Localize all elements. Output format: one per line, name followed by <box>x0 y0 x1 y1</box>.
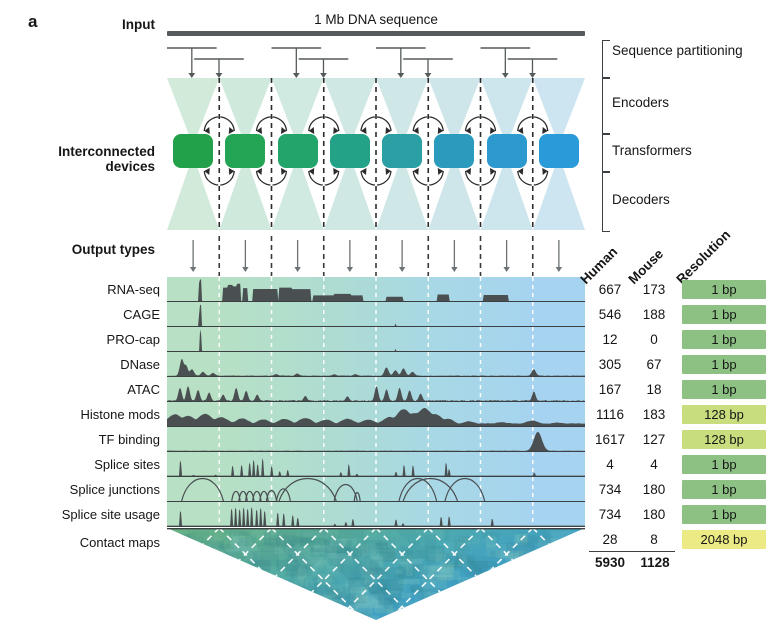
mouse-count-cell: 127 <box>642 432 666 447</box>
stage-label-output: Output types <box>71 242 155 257</box>
track-label: RNA-seq <box>107 282 160 297</box>
track-label: Splice sites <box>94 457 160 472</box>
human-total: 5930 <box>594 555 626 570</box>
resolution-badge: 128 bp <box>682 430 766 449</box>
output-track <box>167 302 585 327</box>
track-label: ATAC <box>127 382 160 397</box>
transformer-device-4 <box>329 134 370 168</box>
mouse-count-cell: 4 <box>650 457 658 472</box>
track-baseline <box>167 500 585 502</box>
transformer-device-2 <box>225 134 266 168</box>
mouse-count-cell: 188 <box>642 307 666 322</box>
mouse-count-cell: 0 <box>650 332 658 347</box>
output-arrows-group <box>167 236 585 276</box>
resolution-badge: 1 bp <box>682 380 766 399</box>
transformer-device-8 <box>538 134 579 168</box>
resolution-badge: 1 bp <box>682 280 766 299</box>
human-count-cell: 734 <box>598 507 622 522</box>
stage-bracket <box>602 134 610 172</box>
stage-bracket-label: Sequence partitioning <box>612 43 743 58</box>
stage-bracket <box>602 40 610 78</box>
track-label: Splice site usage <box>61 507 160 522</box>
stage-bracket-label: Decoders <box>612 192 670 207</box>
transformer-device-6 <box>434 134 475 168</box>
output-track <box>167 502 585 527</box>
output-track <box>167 427 585 452</box>
transformer-device-5 <box>382 134 423 168</box>
output-track <box>167 327 585 352</box>
output-track-stack <box>167 277 585 527</box>
human-count-cell: 546 <box>598 307 622 322</box>
track-baseline <box>167 400 585 402</box>
mouse-count-cell: 183 <box>642 407 666 422</box>
totals-rule <box>589 551 675 553</box>
resolution-badge: 1 bp <box>682 480 766 499</box>
track-label: TF binding <box>98 432 160 447</box>
dna-sequence-bar <box>167 31 585 36</box>
track-label: CAGE <box>123 307 160 322</box>
resolution-badge: 1 bp <box>682 355 766 374</box>
output-track <box>167 352 585 377</box>
track-baseline <box>167 450 585 452</box>
track-label: DNase <box>120 357 160 372</box>
transformer-device-3 <box>277 134 318 168</box>
contact-map-triangle <box>167 528 585 620</box>
output-track <box>167 452 585 477</box>
track-baseline <box>167 475 585 477</box>
stage-label-input: Input <box>122 17 155 32</box>
track-baseline <box>167 325 585 327</box>
output-track <box>167 277 585 302</box>
resolution-badge: 1 bp <box>682 305 766 324</box>
track-baseline <box>167 375 585 377</box>
transformer-device-7 <box>486 134 527 168</box>
human-count-cell: 667 <box>598 282 622 297</box>
mouse-count-cell: 67 <box>646 357 662 372</box>
sequence-partitioning-group <box>167 44 585 78</box>
mouse-count-cell: 180 <box>642 507 666 522</box>
human-count-cell: 1116 <box>595 407 625 422</box>
human-count-cell: 1617 <box>594 432 626 447</box>
track-label: PRO-cap <box>106 332 160 347</box>
human-count-cell: 12 <box>602 332 618 347</box>
output-track <box>167 377 585 402</box>
mouse-count-cell: 173 <box>642 282 666 297</box>
stage-bracket <box>602 78 610 134</box>
track-baseline <box>167 300 585 302</box>
stage-bracket-label: Encoders <box>612 95 670 110</box>
resolution-badge: 1 bp <box>682 505 766 524</box>
track-label: Splice junctions <box>69 482 160 497</box>
stage-bracket-label: Transformers <box>612 143 692 158</box>
track-baseline <box>167 425 585 427</box>
interconnected-devices-stack <box>167 78 585 230</box>
human-count-cell: 305 <box>598 357 622 372</box>
output-track <box>167 477 585 502</box>
track-baseline <box>167 525 585 527</box>
mouse-count-cell: 18 <box>646 382 662 397</box>
output-track <box>167 402 585 427</box>
human-count-cell: 167 <box>598 382 622 397</box>
stage-bracket <box>602 172 610 232</box>
human-count-cell: 28 <box>602 532 618 547</box>
resolution-badge: 1 bp <box>682 455 766 474</box>
resolution-badge: 1 bp <box>682 330 766 349</box>
transformer-device-1 <box>173 134 214 168</box>
human-count-cell: 4 <box>606 457 614 472</box>
track-label: Histone mods <box>80 407 160 422</box>
mouse-count-cell: 180 <box>642 482 666 497</box>
track-baseline <box>167 350 585 352</box>
stage-label-devices: Interconnected devices <box>58 144 155 174</box>
track-label: Contact maps <box>79 535 160 550</box>
resolution-badge: 2048 bp <box>682 530 766 549</box>
human-count-cell: 734 <box>598 482 622 497</box>
panel-letter: a <box>28 12 38 31</box>
sequence-title: 1 Mb DNA sequence <box>314 12 438 27</box>
table-column-header: Resolution <box>673 227 734 287</box>
mouse-count-cell: 8 <box>650 532 658 547</box>
resolution-badge: 128 bp <box>682 405 766 424</box>
mouse-total: 1128 <box>640 555 670 570</box>
